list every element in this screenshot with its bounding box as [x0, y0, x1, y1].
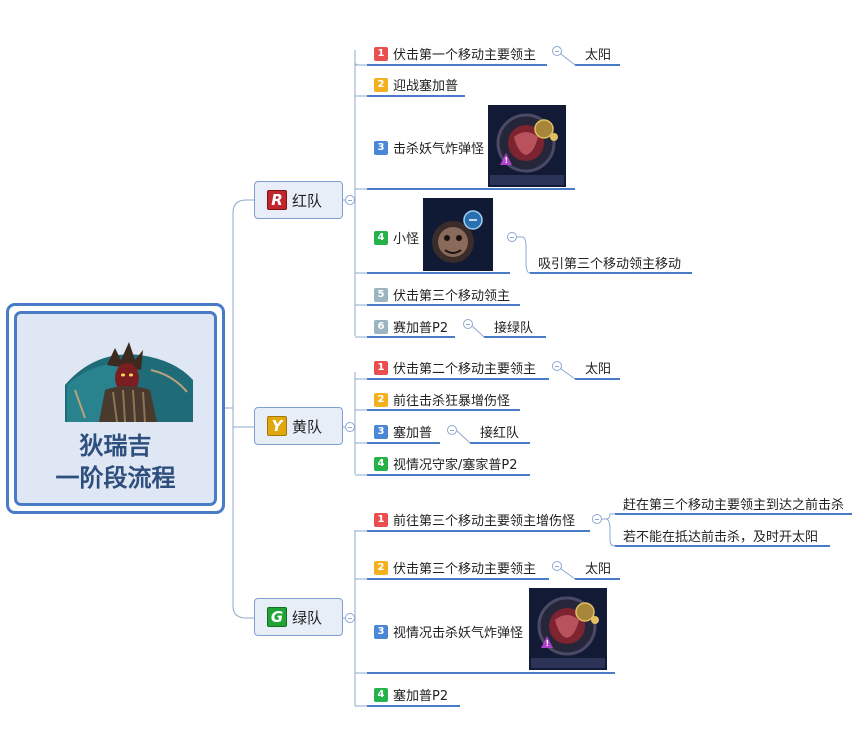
priority-4-icon: 4 — [374, 687, 388, 702]
green-team-icon-letter: G — [270, 608, 284, 626]
priority-4-icon: 4 — [374, 230, 388, 245]
svg-text:!: ! — [505, 156, 509, 165]
red-item-4-note[interactable]: 吸引第三个移动领主移动 — [538, 257, 682, 272]
yellow-item-4[interactable]: 4 视情况守家/塞家普P2 — [374, 454, 518, 473]
green-item-1-text: 前往第三个移动主要领主增伤怪 — [393, 514, 576, 529]
green-item-2-note[interactable]: 太阳 — [585, 562, 612, 577]
yellow-item-3-text: 塞加普 — [393, 426, 433, 441]
red-item-5[interactable]: 5 伏击第三个移动领主 — [374, 285, 510, 304]
collapse-toggle-yellow-3[interactable] — [447, 425, 457, 435]
collapse-toggle-green-1[interactable] — [592, 514, 602, 524]
collapse-toggle-yellow-1[interactable] — [552, 361, 562, 371]
priority-3-icon: 3 — [374, 140, 388, 155]
yellow-item-1[interactable]: 1 伏击第二个移动主要领主 — [374, 358, 536, 377]
collapse-toggle-red-6[interactable] — [463, 319, 473, 329]
red-item-1-text: 伏击第一个移动主要领主 — [393, 48, 537, 63]
collapse-toggle-red-1[interactable] — [552, 46, 562, 56]
yellow-item-1-note[interactable]: 太阳 — [585, 362, 612, 377]
priority-2-icon: 2 — [374, 392, 388, 407]
yellow-item-4-text: 视情况守家/塞家普P2 — [393, 458, 518, 473]
priority-1-icon: 1 — [374, 46, 388, 61]
red-item-3[interactable]: 3 击杀妖气炸弹怪 — [374, 138, 484, 157]
yellow-team-icon-letter: Y — [271, 417, 283, 435]
bomb-monster-image: ! — [488, 105, 566, 187]
minion-image — [423, 198, 493, 271]
team-yellow-node[interactable]: Y 黄队 — [254, 407, 343, 445]
priority-3-icon: 3 — [374, 624, 388, 639]
priority-2-icon: 2 — [374, 77, 388, 92]
yellow-item-1-text: 伏击第二个移动主要领主 — [393, 362, 537, 377]
green-item-1-note-2[interactable]: 若不能在抵达前击杀，及时开太阳 — [623, 530, 819, 545]
green-item-3-text: 视情况击杀妖气炸弹怪 — [393, 626, 524, 641]
red-item-2-text: 迎战塞加普 — [393, 79, 459, 94]
red-item-6-note[interactable]: 接绿队 — [494, 321, 534, 336]
priority-5-icon: 5 — [374, 287, 388, 302]
collapse-toggle-red[interactable] — [345, 195, 355, 205]
yellow-team-y-icon: Y — [267, 416, 287, 436]
central-title-line2: 一阶段流程 — [55, 464, 176, 492]
team-red-node[interactable]: R 红队 — [254, 181, 343, 219]
red-item-1[interactable]: 1 伏击第一个移动主要领主 — [374, 44, 536, 63]
team-green-label: 绿队 — [292, 608, 323, 627]
green-item-2[interactable]: 2 伏击第三个移动主要领主 — [374, 558, 536, 577]
priority-2-icon: 2 — [374, 560, 388, 575]
yellow-item-3[interactable]: 3 塞加普 — [374, 422, 432, 441]
red-item-6[interactable]: 6 赛加普P2 — [374, 317, 448, 336]
svg-text:!: ! — [546, 639, 550, 648]
bomb-monster-image: ! — [529, 588, 607, 670]
red-item-1-note[interactable]: 太阳 — [585, 48, 612, 63]
team-red-label: 红队 — [292, 191, 323, 210]
team-yellow-label: 黄队 — [292, 417, 323, 436]
yellow-item-3-note[interactable]: 接红队 — [480, 426, 520, 441]
red-team-icon-letter: R — [271, 191, 283, 209]
priority-3-icon: 3 — [374, 424, 388, 439]
green-team-g-icon: G — [267, 607, 287, 627]
collapse-toggle-green[interactable] — [345, 613, 355, 623]
priority-4-icon: 4 — [374, 456, 388, 471]
central-title-line1: 狄瑞吉 — [79, 432, 152, 460]
red-item-2[interactable]: 2 迎战塞加普 — [374, 75, 458, 94]
collapse-toggle-green-2[interactable] — [552, 561, 562, 571]
priority-1-icon: 1 — [374, 512, 388, 527]
team-green-node[interactable]: G 绿队 — [254, 598, 343, 636]
collapse-toggle-yellow[interactable] — [345, 422, 355, 432]
red-team-r-icon: R — [267, 190, 287, 210]
red-item-3-text: 击杀妖气炸弹怪 — [393, 142, 485, 157]
central-topic[interactable]: 狄瑞吉 一阶段流程 — [6, 303, 225, 514]
red-item-5-text: 伏击第三个移动领主 — [393, 289, 511, 304]
red-item-6-text: 赛加普P2 — [393, 321, 449, 336]
yellow-item-2[interactable]: 2 前往击杀狂暴增伤怪 — [374, 390, 510, 409]
red-item-4-text: 小怪 — [393, 232, 420, 247]
yellow-item-2-text: 前往击杀狂暴增伤怪 — [393, 394, 511, 409]
green-item-1[interactable]: 1 前往第三个移动主要领主增伤怪 — [374, 510, 575, 529]
character-portrait — [55, 330, 195, 422]
red-item-4[interactable]: 4 小怪 — [374, 228, 419, 247]
priority-6-icon: 6 — [374, 319, 388, 334]
priority-1-icon: 1 — [374, 360, 388, 375]
collapse-toggle-red-4[interactable] — [507, 232, 517, 242]
green-item-2-text: 伏击第三个移动主要领主 — [393, 562, 537, 577]
green-item-4[interactable]: 4 塞加普P2 — [374, 685, 448, 704]
green-item-4-text: 塞加普P2 — [393, 689, 449, 704]
green-item-3[interactable]: 3 视情况击杀妖气炸弹怪 — [374, 622, 523, 641]
green-item-1-note-1[interactable]: 赶在第三个移动主要领主到达之前击杀 — [623, 498, 845, 513]
